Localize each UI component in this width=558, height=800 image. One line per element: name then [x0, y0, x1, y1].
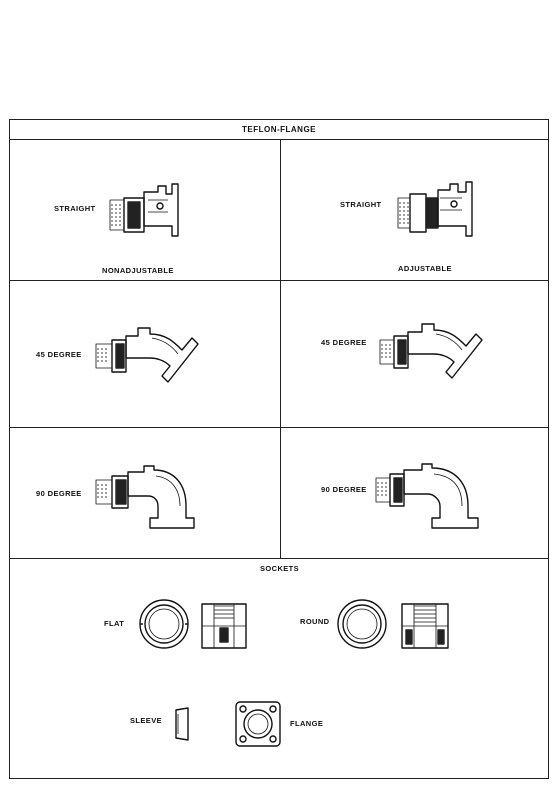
90-degree-right-label: 90 DEGREE	[321, 485, 367, 494]
row-divider	[10, 280, 548, 281]
straight-adjustable-label: STRAIGHT	[340, 200, 382, 209]
straight-fitting-nonadjustable-drawing	[109, 183, 179, 237]
45-degree-fitting-drawing	[95, 327, 199, 383]
nonadjustable-caption: NONADJUSTABLE	[102, 266, 174, 275]
row-divider	[10, 427, 548, 428]
straight-nonadjustable-label: STRAIGHT	[54, 204, 96, 213]
sleeve-drawing	[175, 707, 189, 741]
straight-fitting-adjustable-drawing	[397, 181, 473, 237]
adjustable-caption: ADJUSTABLE	[398, 264, 452, 273]
90-degree-fitting-drawing	[375, 463, 479, 529]
fittings-table: TEFLON-FLANGE STRAIGHT NONADJUSTABLE STR…	[9, 119, 549, 779]
sleeve-label: SLEEVE	[130, 716, 162, 725]
row-divider	[10, 558, 548, 559]
90-degree-fitting-drawing	[95, 465, 195, 529]
column-divider	[280, 140, 281, 559]
flat-socket-side-view	[201, 603, 247, 649]
round-socket-label: ROUND	[300, 617, 330, 626]
flange-label: FLANGE	[290, 719, 324, 728]
table-title: TEFLON-FLANGE	[10, 120, 548, 140]
45-degree-right-label: 45 DEGREE	[321, 338, 367, 347]
sockets-title: SOCKETS	[260, 564, 300, 573]
45-degree-fitting-drawing	[379, 323, 483, 379]
flat-socket-label: FLAT	[104, 619, 125, 628]
round-socket-side-view	[401, 603, 449, 649]
round-socket-end-view	[337, 599, 387, 649]
90-degree-left-label: 90 DEGREE	[36, 489, 82, 498]
flat-socket-end-view	[139, 599, 189, 649]
flange-drawing	[235, 701, 281, 747]
45-degree-left-label: 45 DEGREE	[36, 350, 82, 359]
